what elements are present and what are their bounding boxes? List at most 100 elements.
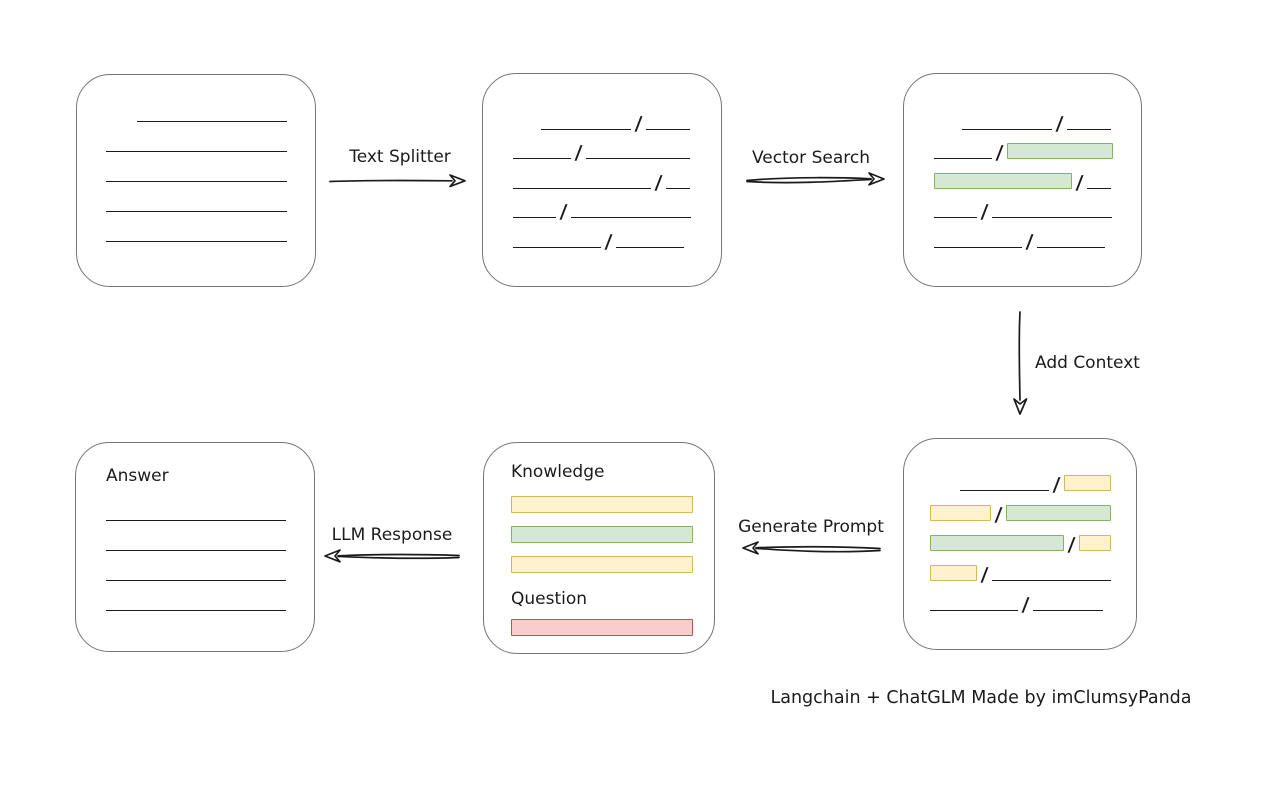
- chunk-row: /: [930, 521, 1111, 556]
- chunk-row: /: [513, 130, 693, 164]
- text-line-row: [106, 182, 287, 212]
- yellow-chunk-bar: [930, 565, 977, 581]
- chunk-separator: /: [559, 201, 568, 223]
- chunk-row: /: [513, 189, 693, 223]
- text-line: [106, 241, 287, 242]
- chunk-separator: /: [1075, 171, 1084, 194]
- text-splitter-label: Text Splitter: [349, 147, 451, 167]
- vector-search-arrow: [746, 172, 885, 186]
- text-line: [1032, 610, 1103, 611]
- green-chunk-bar: [1006, 505, 1111, 521]
- text-line-row: [106, 152, 287, 182]
- text-line: [1036, 246, 1105, 248]
- text-line-row: [106, 491, 286, 522]
- text-line: [570, 217, 691, 218]
- answer-box: Answer: [75, 442, 315, 652]
- chunk-separator: /: [634, 112, 643, 135]
- text-line: [930, 610, 1018, 611]
- chunk-row: /: [930, 551, 1111, 586]
- llm-response-arrow: [324, 549, 460, 563]
- chunk-separator: /: [1021, 594, 1030, 616]
- text-line-row: [106, 581, 286, 612]
- arrow-shaft: [337, 553, 460, 557]
- green-chunk-bar: [511, 526, 693, 544]
- arrowhead-icon: [1013, 398, 1028, 415]
- add-context-arrow: [1013, 311, 1028, 415]
- yellow-chunk-bar: [1078, 535, 1111, 551]
- arrow-shaft: [746, 176, 872, 182]
- chunk-separator: /: [980, 564, 989, 586]
- text-line: [645, 128, 690, 130]
- chunk-row: /: [934, 218, 1113, 253]
- text-line: [106, 520, 286, 522]
- yellow-chunk-bar: [511, 496, 693, 514]
- generate-prompt-arrow: [742, 541, 881, 555]
- chunk-row: /: [934, 100, 1113, 135]
- text-splitter-arrow: [329, 174, 466, 188]
- text-line: [106, 151, 287, 152]
- question-label: Question: [511, 589, 588, 610]
- answer-lines: [106, 491, 286, 612]
- answer-label: Answer: [106, 466, 169, 486]
- yellow-chunk-bar: [1064, 475, 1111, 491]
- red-chunk-bar: [511, 619, 693, 637]
- vector-search-results-box: / / / / /: [903, 73, 1142, 287]
- chunk-separator: /: [980, 201, 989, 223]
- text-line: [934, 158, 992, 159]
- text-line-row: [106, 551, 286, 582]
- arrow-shaft: [1018, 311, 1021, 401]
- split-chunks-box: /////: [482, 73, 722, 287]
- chunk-row: /: [934, 189, 1113, 223]
- text-line-row: [106, 212, 287, 242]
- chunk-separator: /: [654, 171, 663, 194]
- knowledge-label: Knowledge: [511, 462, 605, 482]
- text-line: [106, 181, 287, 182]
- arrow-shaft: [755, 547, 881, 553]
- text-line: [513, 246, 601, 248]
- arrowhead-icon: [742, 541, 759, 555]
- text-line: [106, 211, 287, 212]
- arrow-shaft: [755, 545, 881, 550]
- source-document-box: [76, 74, 316, 287]
- vector-search-label: Vector Search: [752, 148, 870, 168]
- text-line: [1086, 187, 1111, 189]
- green-chunk-bar: [934, 172, 1072, 189]
- green-chunk-bar: [930, 535, 1064, 551]
- text-line: [665, 187, 690, 189]
- text-line: [991, 217, 1112, 218]
- text-line: [585, 158, 690, 159]
- chunk-row: /: [930, 461, 1111, 496]
- chunk-row: /: [934, 159, 1113, 194]
- text-line: [137, 121, 287, 122]
- generate-prompt-label: Generate Prompt: [738, 517, 884, 537]
- chunk-row: /: [513, 218, 693, 253]
- text-line: [106, 580, 286, 582]
- chunk-separator: /: [604, 230, 613, 253]
- text-line: [513, 187, 651, 189]
- yellow-chunk-bar: [511, 556, 693, 574]
- context-chunks-box: /////: [903, 438, 1137, 650]
- credit-text: Langchain + ChatGLM Made by imClumsyPand…: [770, 688, 1192, 708]
- chunk-separator: /: [1067, 534, 1076, 556]
- chunk-separator: /: [1025, 230, 1034, 253]
- arrow-shaft: [337, 555, 460, 560]
- text-line-row: [106, 92, 287, 122]
- add-context-label: Add Context: [1035, 353, 1140, 373]
- arrowhead-icon: [324, 549, 341, 563]
- text-line: [934, 217, 977, 218]
- prompt-box: Knowledge Question: [483, 442, 715, 654]
- text-line: [962, 128, 1052, 130]
- chunk-separator: /: [1055, 112, 1064, 135]
- text-line: [615, 246, 684, 248]
- text-line: [541, 128, 631, 130]
- arrow-shaft: [746, 178, 872, 184]
- text-line-row: [106, 521, 286, 552]
- text-line: [960, 490, 1050, 491]
- chunk-separator: /: [995, 142, 1004, 164]
- text-line: [991, 580, 1111, 581]
- chunk-row: /: [930, 581, 1111, 616]
- arrowhead-icon: [868, 172, 885, 186]
- question-bars: [511, 619, 693, 637]
- chunk-row: /: [513, 159, 693, 194]
